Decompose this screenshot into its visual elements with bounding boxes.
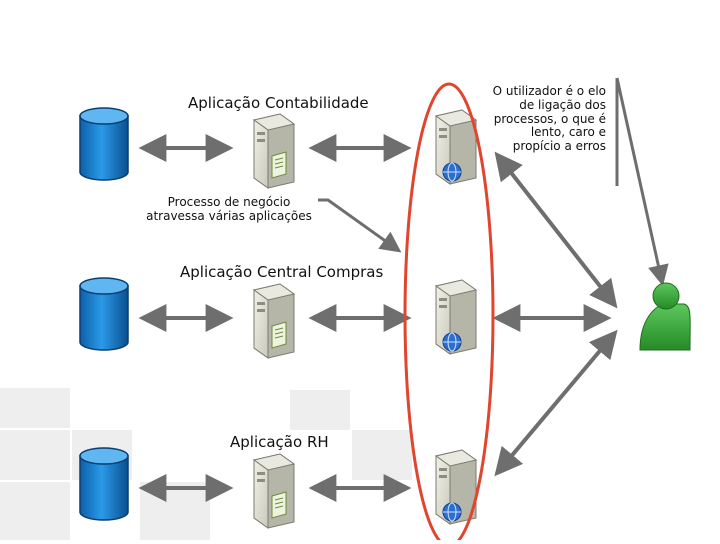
server-icon — [436, 280, 476, 354]
server-icon — [254, 454, 294, 528]
app-label-contabilidade: Aplicação Contabilidade — [188, 94, 369, 112]
process-note: Processo de negócio atravessa várias apl… — [144, 195, 314, 224]
connector-arrows — [138, 134, 618, 502]
app-label-compras: Aplicação Central Compras — [180, 263, 384, 281]
process-note-line: Processo de negócio — [167, 195, 291, 209]
process-note-line: atravessa várias aplicações — [146, 208, 312, 223]
server-icon — [436, 110, 476, 184]
user-note-line: lento, caro e — [530, 125, 606, 140]
user-note-line: propício a erros — [512, 139, 606, 154]
user-note-line: O utilizador é o elo — [492, 84, 606, 98]
callout-lines — [318, 77, 669, 287]
user-icon — [639, 282, 691, 351]
user-note-line: de ligação dos — [519, 97, 606, 112]
database-icon — [79, 107, 129, 181]
background-tiles — [0, 388, 412, 540]
database-icon — [79, 447, 129, 521]
server-icon — [436, 450, 476, 524]
database-icon — [79, 277, 129, 351]
user-note: O utilizador é o elo de ligação dos proc… — [478, 84, 606, 154]
highlight-ellipse — [403, 82, 495, 544]
user-note-line: processos, o que é — [493, 111, 606, 126]
app-label-rh: Aplicação RH — [230, 433, 329, 451]
server-icon — [254, 114, 294, 188]
server-icon — [254, 284, 294, 358]
